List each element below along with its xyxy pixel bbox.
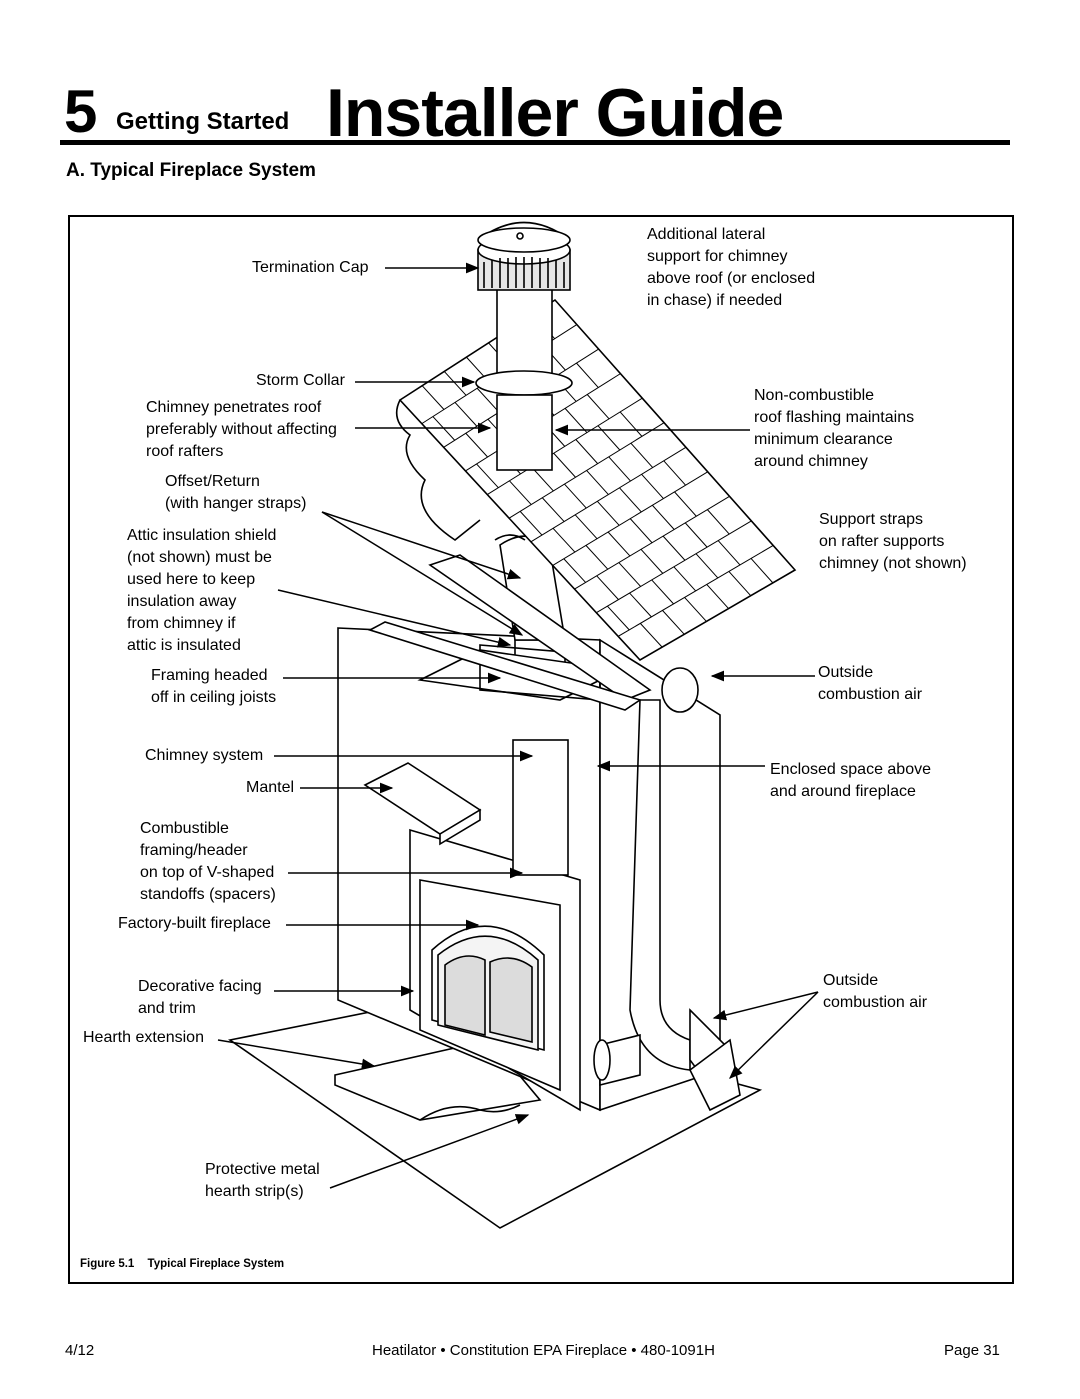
label-termination-cap: Termination Cap [252, 259, 369, 276]
footer-product: Heatilator • Constitution EPA Fireplace … [372, 1342, 715, 1359]
label-combustible-framing: Combustible framing/header on top of V-s… [140, 820, 276, 903]
label-flashing: Non-combustible roof flashing maintains … [754, 387, 915, 470]
label-chimney-penetrates: Chimney penetrates roof preferably witho… [146, 399, 337, 460]
chapter-subtitle: Getting Started [116, 108, 290, 135]
termination-cap [477, 221, 571, 291]
label-outside-air-lower: Outside combustion air [823, 972, 928, 1011]
label-factory-built: Factory-built fireplace [118, 915, 271, 932]
fireplace-unit [419, 879, 561, 1092]
label-support-straps: Support straps on rafter supports chimne… [819, 511, 967, 572]
label-attic-shield: Attic insulation shield (not shown) must… [127, 527, 277, 654]
figure-caption: Figure 5.1 Typical Fireplace System [80, 1258, 284, 1270]
ceiling-framing [367, 554, 652, 711]
figure-caption-text: Typical Fireplace System [147, 1258, 285, 1270]
section-title: A. Typical Fireplace System [66, 160, 316, 181]
label-outside-air-upper: Outside combustion air [818, 664, 923, 703]
label-storm-collar: Storm Collar [256, 372, 345, 389]
label-hearth-extension: Hearth extension [83, 1029, 204, 1046]
label-enclosed-space: Enclosed space above and around fireplac… [770, 761, 931, 800]
label-mantel: Mantel [246, 779, 295, 796]
chapter-number: 5 [64, 78, 98, 145]
label-offset-return: Offset/Return (with hanger straps) [165, 473, 307, 512]
label-framing-headed: Framing headed off in ceiling joists [151, 667, 277, 706]
figure-frame [68, 215, 1014, 1284]
chimney-above-roof [475, 284, 573, 471]
mantel [363, 762, 482, 846]
footer-page: Page 31 [944, 1342, 1000, 1359]
combustion-air-ducts [593, 667, 741, 1112]
label-chimney-system: Chimney system [145, 747, 264, 764]
floor-outline [228, 999, 763, 1229]
header-rule [60, 140, 1010, 145]
label-decorative-facing: Decorative facing and trim [138, 978, 262, 1017]
chapter-title: Installer Guide [326, 75, 784, 151]
chapter-header: 5 Getting Started Installer Guide [60, 78, 1010, 148]
leader-lines [217, 262, 819, 1189]
footer-date: 4/12 [65, 1342, 95, 1359]
label-additional-support: Additional lateral support for chimney a… [647, 226, 816, 309]
label-hearth-strip: Protective metal hearth strip(s) [205, 1161, 320, 1200]
figure-number: Figure 5.1 [80, 1258, 135, 1270]
